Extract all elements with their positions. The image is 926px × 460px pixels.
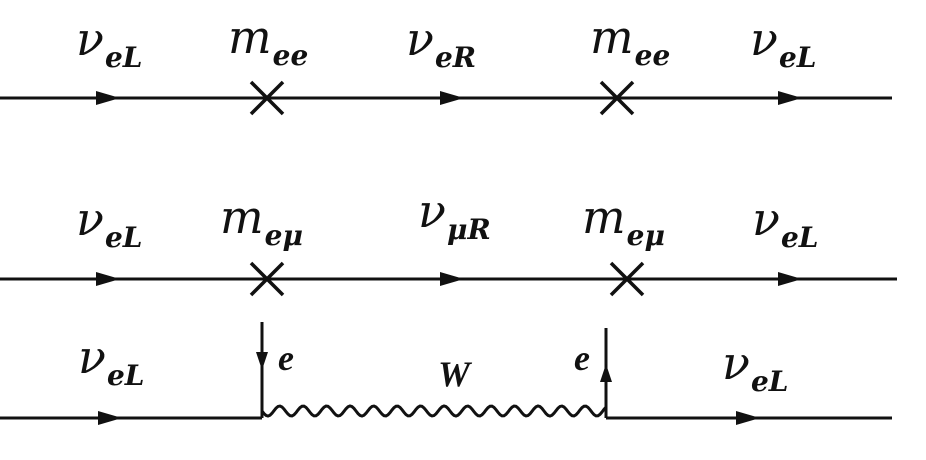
- mass-label: mee: [590, 10, 671, 72]
- neutrino-label: νeR: [406, 12, 477, 74]
- mass-label: meμ: [582, 190, 665, 252]
- arrow-icon: [96, 91, 120, 105]
- mass-label: meμ: [220, 190, 303, 252]
- arrow-up-icon: [600, 364, 612, 382]
- arrow-down-icon: [256, 352, 268, 370]
- neutrino-label: νeL: [76, 12, 143, 74]
- neutrino-label: νeL: [76, 192, 143, 254]
- arrow-icon: [96, 272, 120, 286]
- arrow-icon: [778, 91, 802, 105]
- diagram-1-propagator: [0, 80, 892, 116]
- electron-label: e: [278, 338, 294, 378]
- arrow-icon: [98, 411, 122, 425]
- w-boson-propagator: [260, 404, 608, 418]
- diagram-2-propagator: [0, 261, 897, 297]
- arrow-icon: [440, 91, 464, 105]
- diagram-3-loop: [0, 322, 892, 425]
- electron-label: e: [574, 338, 590, 378]
- mass-insertion-cross-icon: [249, 261, 285, 297]
- neutrino-label: νeL: [752, 192, 819, 254]
- w-boson-label: W: [438, 354, 471, 394]
- arrow-icon: [778, 272, 802, 286]
- mass-insertion-cross-icon: [609, 261, 645, 297]
- neutrino-label: νμR: [418, 184, 491, 246]
- mass-insertion-cross-icon: [599, 80, 635, 116]
- neutrino-label: νeL: [722, 336, 789, 398]
- neutrino-label: νeL: [78, 330, 145, 392]
- neutrino-label: νeL: [750, 12, 817, 74]
- arrow-icon: [440, 272, 464, 286]
- mass-insertion-cross-icon: [249, 80, 285, 116]
- mass-label: mee: [228, 10, 309, 72]
- arrow-icon: [736, 411, 760, 425]
